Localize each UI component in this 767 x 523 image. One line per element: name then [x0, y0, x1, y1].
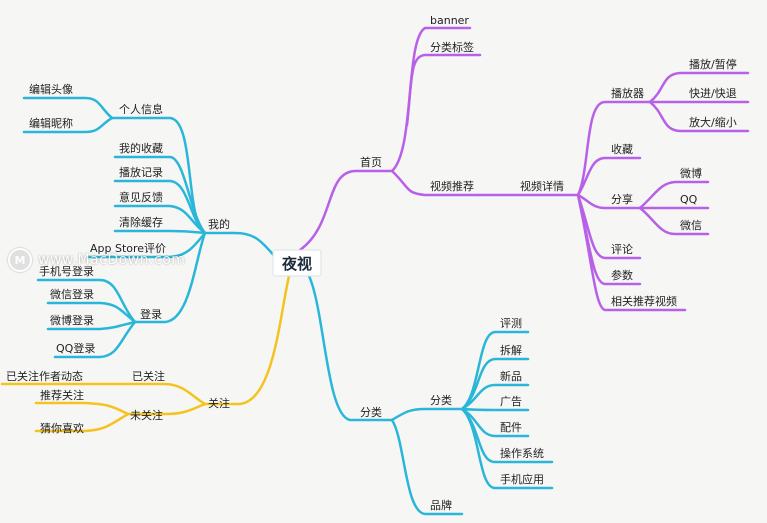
branch-mine-lines	[22, 96, 280, 359]
node-share[interactable]: 分享	[611, 192, 633, 206]
node-comment[interactable]: 评论	[611, 242, 633, 256]
node-related[interactable]: 相关推荐视频	[611, 294, 677, 308]
root-node[interactable]: 夜视	[272, 249, 322, 277]
node-category-tags[interactable]: 分类标签	[430, 40, 474, 54]
node-cat-os[interactable]: 操作系统	[500, 446, 544, 460]
node-brand[interactable]: 品牌	[430, 498, 452, 512]
branch-category-lines	[304, 268, 554, 516]
node-login-phone[interactable]: 手机号登录	[39, 264, 94, 278]
node-login-wechat[interactable]: 微信登录	[50, 287, 94, 301]
branch-home-lines	[298, 26, 750, 312]
node-player-ff-rew[interactable]: 快进/快退	[689, 87, 737, 100]
node-video-recommend[interactable]: 视频推荐	[430, 179, 474, 193]
node-cat-review[interactable]: 评测	[500, 317, 522, 330]
node-my-favorites[interactable]: 我的收藏	[119, 141, 163, 155]
node-follow[interactable]: 关注	[208, 396, 230, 410]
node-edit-nickname[interactable]: 编辑昵称	[29, 116, 73, 130]
node-guess-you-like[interactable]: 猜你喜欢	[40, 421, 84, 435]
node-app-store-review[interactable]: App Store评价	[90, 242, 166, 255]
root-label: 夜视	[281, 255, 312, 273]
node-share-wechat[interactable]: 微信	[680, 218, 702, 232]
node-params[interactable]: 参数	[611, 268, 633, 282]
node-cat-accessory[interactable]: 配件	[500, 421, 522, 434]
node-cat-apps[interactable]: 手机应用	[500, 472, 544, 486]
node-share-qq[interactable]: QQ	[680, 193, 698, 206]
node-player-play-pause[interactable]: 播放/暂停	[689, 57, 737, 71]
node-home[interactable]: 首页	[360, 155, 382, 169]
node-login-weibo[interactable]: 微博登录	[50, 313, 94, 327]
branch-follow-lines	[0, 270, 292, 433]
node-recommend-follow[interactable]: 推荐关注	[40, 388, 84, 402]
node-play-history[interactable]: 播放记录	[119, 165, 163, 179]
node-player[interactable]: 播放器	[611, 86, 644, 100]
node-login-qq[interactable]: QQ登录	[56, 341, 95, 355]
node-mine[interactable]: 我的	[208, 217, 230, 231]
node-banner[interactable]: banner	[430, 14, 469, 27]
node-share-weibo[interactable]: 微博	[680, 166, 702, 180]
node-followed[interactable]: 已关注	[132, 369, 165, 383]
macdown-logo-icon: M	[8, 248, 32, 272]
node-cat-ad[interactable]: 广告	[500, 395, 522, 408]
node-login[interactable]: 登录	[140, 307, 162, 321]
node-player-zoom[interactable]: 放大/缩小	[689, 115, 737, 129]
node-category-sub[interactable]: 分类	[430, 393, 452, 407]
node-clear-cache[interactable]: 清除缓存	[119, 215, 163, 229]
node-favorite[interactable]: 收藏	[611, 142, 633, 156]
node-followed-authors[interactable]: 已关注作者动态	[6, 369, 83, 383]
node-feedback[interactable]: 意见反馈	[119, 190, 163, 204]
node-cat-new[interactable]: 新品	[500, 369, 522, 383]
node-not-followed[interactable]: 未关注	[130, 408, 163, 422]
node-cat-teardown[interactable]: 拆解	[500, 343, 522, 357]
node-category[interactable]: 分类	[360, 405, 382, 419]
node-personal-info[interactable]: 个人信息	[119, 102, 163, 116]
watermark: M www.MacDown.com	[8, 248, 185, 272]
node-video-detail[interactable]: 视频详情	[520, 179, 564, 193]
watermark-text: www.MacDown.com	[38, 252, 186, 268]
node-edit-avatar[interactable]: 编辑头像	[29, 82, 73, 96]
